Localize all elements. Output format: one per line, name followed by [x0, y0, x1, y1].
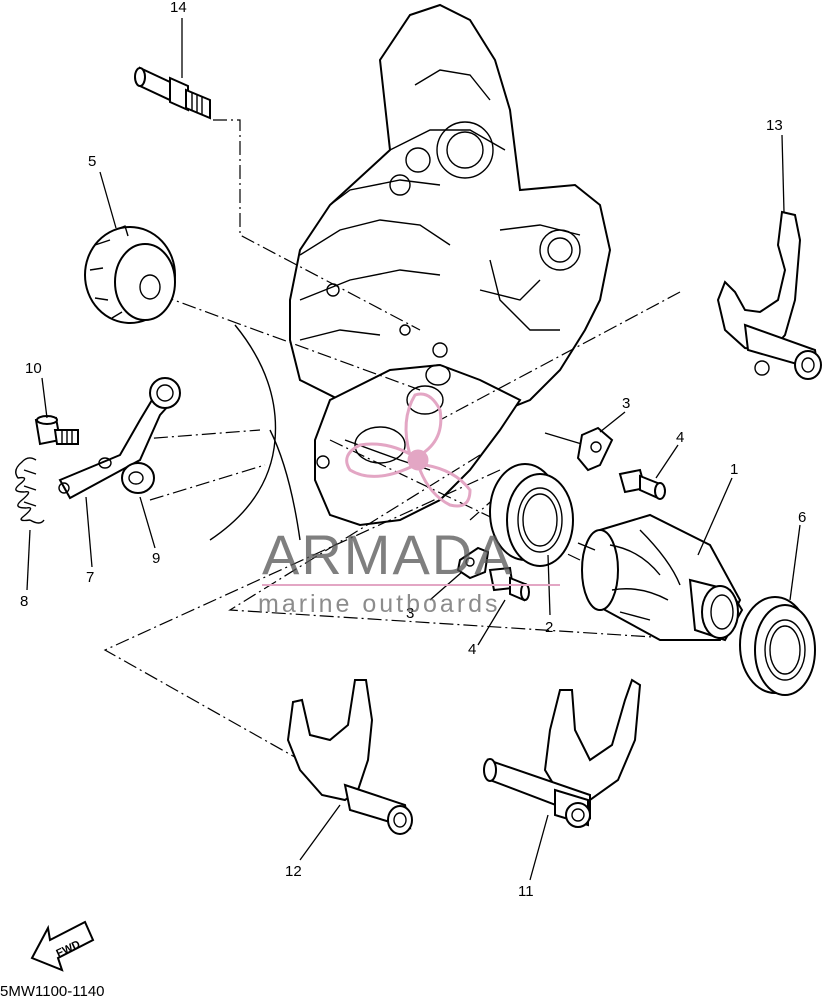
callout-9: 9 [152, 550, 160, 567]
part-3-upper-plate [576, 426, 614, 472]
part-7-shift-lever [58, 377, 181, 500]
fwd-arrow: FWD [30, 920, 95, 972]
watermark-logo [345, 392, 472, 508]
callout-3-upper: 3 [622, 395, 630, 412]
diagram-code: 5MW1100-1140 [0, 983, 105, 999]
callout-11: 11 [518, 883, 534, 900]
callout-4-upper: 4 [676, 429, 684, 446]
watermark-tagline: marine outboards [258, 590, 501, 618]
watermark-brand: ARMADA [262, 523, 514, 586]
part-4-upper-bolt [618, 468, 666, 500]
part-6-bearing [739, 596, 816, 696]
part-1-shift-drum [577, 513, 744, 642]
leader-lines [26, 18, 801, 881]
part-13-shift-fork [716, 210, 822, 380]
part-14-shaft-bolt [134, 66, 211, 120]
callout-1: 1 [730, 461, 738, 478]
watermark: ARMADA marine outboards [258, 392, 560, 618]
part-8-spring [15, 457, 45, 524]
callout-13: 13 [766, 117, 783, 134]
callout-labels: 14 5 13 10 8 7 9 3 4 1 6 3 4 2 12 11 [20, 0, 806, 900]
callout-4-lower: 4 [468, 641, 476, 658]
callout-8: 8 [20, 593, 28, 610]
part-10-bolt [34, 415, 79, 446]
part-9-washer [121, 462, 155, 494]
callout-2: 2 [545, 619, 553, 636]
callout-5: 5 [88, 153, 96, 170]
crankcase-housing [209, 3, 612, 541]
callout-10: 10 [25, 360, 42, 377]
callout-12: 12 [285, 863, 302, 880]
callout-3-lower: 3 [406, 605, 414, 622]
callout-7: 7 [86, 569, 94, 586]
part-12-shift-fork [286, 679, 413, 835]
callout-6: 6 [798, 509, 806, 526]
part-11-shift-fork [483, 678, 642, 828]
center-lines [103, 119, 701, 761]
part-2-bearing [489, 463, 574, 567]
callout-14: 14 [170, 0, 187, 16]
part-3-lower-plate [456, 546, 490, 580]
part-5-segment [84, 225, 176, 324]
